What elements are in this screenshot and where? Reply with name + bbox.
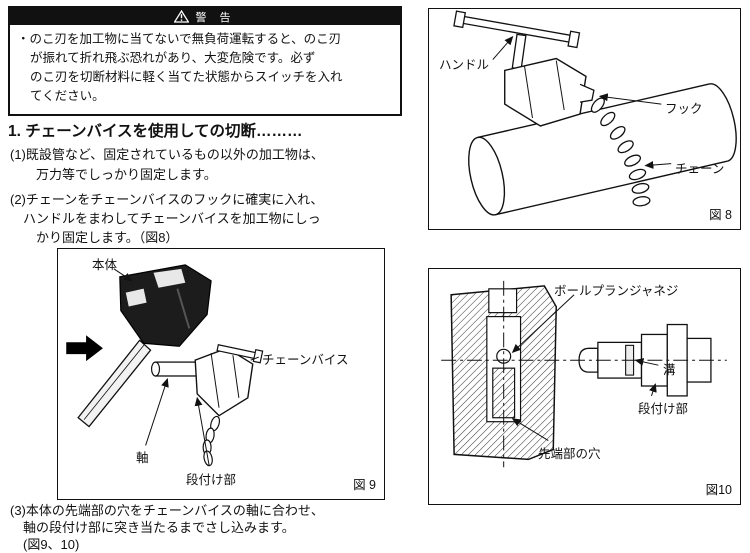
step-3-line: (3)本体の先端部の穴をチェーンバイスの軸に合わせ、 xyxy=(10,503,324,518)
direction-arrow xyxy=(66,335,103,362)
figure8-label-chain: チェーン xyxy=(675,162,725,176)
pipe xyxy=(468,83,737,216)
step-2-line: ハンドルをまわしてチェーンバイスを加工物にしっ xyxy=(23,211,321,226)
figure10-label-tip-hole: 先端部の穴 xyxy=(538,447,601,461)
figure-10-illustration xyxy=(441,280,727,468)
figure-8-illustration xyxy=(453,10,737,216)
warning-line: が振れて折れ飛ぶ恐れがあり、大変危険です。必ず xyxy=(30,51,316,65)
shaft xyxy=(150,361,202,377)
warning-header: 警 告 xyxy=(10,8,400,25)
warning-line: てください。 xyxy=(30,89,105,103)
saw-blade xyxy=(77,339,152,428)
figure-9-illustration xyxy=(66,264,264,467)
leader-lines xyxy=(492,35,672,169)
leader-lines xyxy=(113,268,259,466)
figure8-caption: 図 8 xyxy=(709,208,732,222)
warning-title: 警 告 xyxy=(195,11,236,24)
warning-line: ・のこ刃を加工物に当てないで無負荷運転すると、のこ刃 xyxy=(17,32,342,46)
figure-9: 本体 チェーンバイス 軸 段付け部 図 9 xyxy=(57,248,385,500)
centerlines xyxy=(441,280,727,468)
figure10-label-groove: 溝 xyxy=(663,363,676,377)
step-2-line: (2)チェーンをチェーンバイスのフックに確実に入れ、 xyxy=(10,192,324,207)
figure9-label-step: 段付け部 xyxy=(186,473,237,487)
figure-10: ボールプランジャネジ 溝 段付け部 先端部の穴 図10 xyxy=(428,268,741,505)
figure9-caption: 図 9 xyxy=(353,478,376,492)
figure9-label-chain-vise: チェーンバイス xyxy=(262,353,349,367)
figure10-caption: 図10 xyxy=(705,483,732,497)
chain xyxy=(202,415,221,467)
step-1: (1)既設管など、固定されているもの以外の加工物は、 万力等でしっかり固定します… xyxy=(10,145,324,185)
chain-vise xyxy=(194,344,264,417)
figure8-label-handle: ハンドル xyxy=(439,58,490,72)
leader-lines xyxy=(511,294,659,441)
step-1-line: 万力等でしっかり固定します。 xyxy=(36,167,217,182)
warning-box: 警 告 ・のこ刃を加工物に当てないで無負荷運転すると、のこ刃 が振れて折れ飛ぶ恐… xyxy=(8,6,402,116)
warning-line: のこ刃を切断材料に軽く当てた状態からスイッチを入れ xyxy=(30,70,343,84)
section-heading: 1. チェーンバイスを使用しての切断……… xyxy=(8,123,303,140)
figure8-label-hook: フック xyxy=(665,102,703,116)
step-3-line: 軸の段付け部に突き当たるまでさし込みます。 xyxy=(23,520,295,535)
saw-body xyxy=(119,264,212,347)
warning-body: ・のこ刃を加工物に当てないで無負荷運転すると、のこ刃 が振れて折れ飛ぶ恐れがあり… xyxy=(10,25,400,106)
figure-8: ハンドル フック チェーン 図 8 xyxy=(428,8,741,230)
figure9-label-shaft: 軸 xyxy=(136,451,149,465)
warning-triangle-icon xyxy=(174,10,190,23)
figure10-label-ball-plunger-screw: ボールプランジャネジ xyxy=(554,284,679,298)
step-3-line: (図9、10) xyxy=(23,537,80,552)
step-2-line: かり固定します。（図8） xyxy=(36,230,179,245)
figure10-label-step: 段付け部 xyxy=(638,402,689,416)
step-1-line: (1)既設管など、固定されているもの以外の加工物は、 xyxy=(10,147,324,162)
step-2: (2)チェーンをチェーンバイスのフックに確実に入れ、 ハンドルをまわしてチェーン… xyxy=(10,190,323,247)
chain-vise-assembly xyxy=(453,10,595,127)
figure9-label-body: 本体 xyxy=(92,258,118,272)
step-3: (3)本体の先端部の穴をチェーンバイスの軸に合わせ、 軸の段付け部に突き当たるま… xyxy=(10,502,324,553)
